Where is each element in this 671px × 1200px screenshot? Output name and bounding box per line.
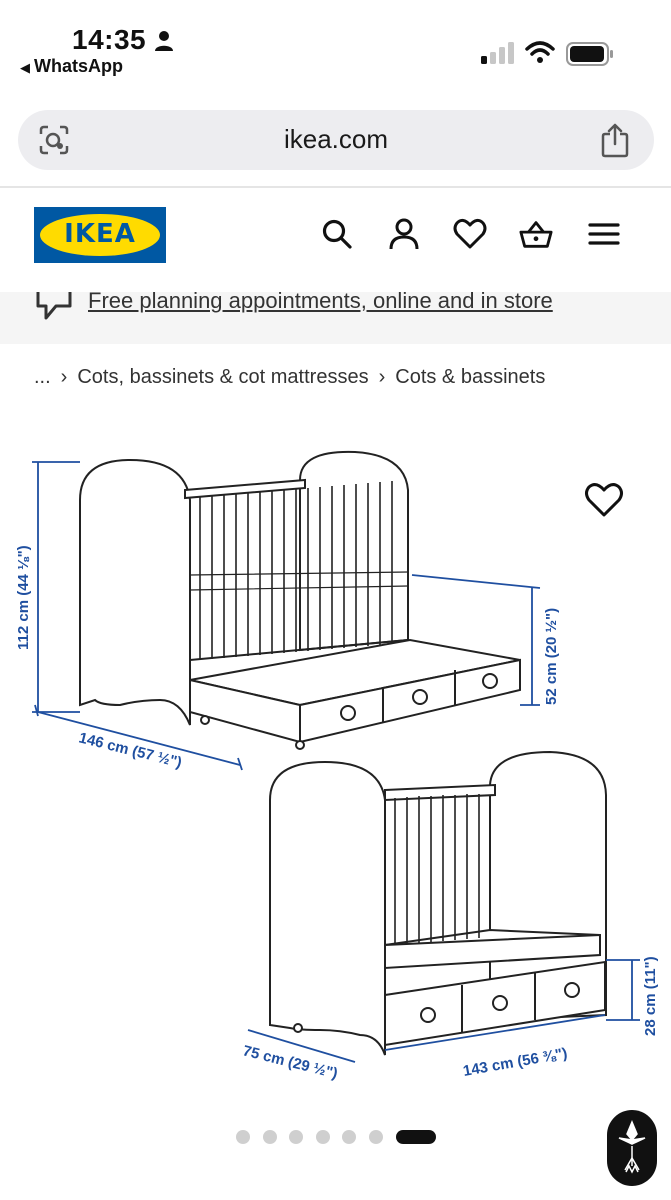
status-time: 14:35 xyxy=(72,24,147,55)
breadcrumb-ellipsis[interactable]: ... xyxy=(34,366,51,388)
pagination-dot[interactable] xyxy=(236,1130,250,1144)
promo-link[interactable]: Free planning appointments, online and i… xyxy=(88,292,553,313)
chevron-right-icon: › xyxy=(378,366,386,388)
url-text[interactable]: ikea.com xyxy=(283,124,389,154)
pagination-dot[interactable] xyxy=(263,1130,277,1144)
heart-icon[interactable] xyxy=(453,217,487,251)
chevron-right-icon: › xyxy=(60,366,68,388)
basket-icon[interactable] xyxy=(519,217,553,251)
cot-end-panel xyxy=(269,760,386,1056)
signal-icon xyxy=(481,42,514,64)
back-to-app-link[interactable]: ◀ WhatsApp xyxy=(20,56,123,77)
search-icon[interactable] xyxy=(320,217,354,251)
dimension-label: 75 cm (29 ½") xyxy=(241,1042,339,1082)
account-icon[interactable] xyxy=(387,217,421,251)
cot-end-panel xyxy=(299,450,409,652)
promo-banner[interactable]: Free planning appointments, online and i… xyxy=(0,292,671,344)
breadcrumb: ... › Cots, bassinets & cot mattresses › Cot… xyxy=(34,366,545,389)
ikea-logo[interactable]: IKEA xyxy=(34,207,166,263)
status-bar: 14:35 ◀ WhatsApp xyxy=(0,0,671,90)
pagination-dot[interactable] xyxy=(289,1130,303,1144)
favourite-heart-icon[interactable] xyxy=(584,482,624,518)
dimension-label: 28 cm (11") xyxy=(642,956,659,1036)
decorative-emblem-icon xyxy=(618,1120,646,1174)
back-arrow-icon: ◀ xyxy=(20,60,30,75)
divider xyxy=(0,186,671,188)
back-app-label: WhatsApp xyxy=(34,56,123,76)
lens-icon[interactable] xyxy=(38,124,70,156)
pagination-dot-active[interactable] xyxy=(396,1130,436,1144)
breadcrumb-item[interactable]: Cots, bassinets & cot mattresses xyxy=(77,366,369,388)
logo-oval xyxy=(40,214,160,256)
dimension-label: 143 cm (56 ⅜") xyxy=(462,1045,569,1080)
product-dimension-image[interactable]: 112 cm (44 ⅛") 146 cm (57 ½") 52 cm (20 … xyxy=(0,440,671,1120)
menu-icon[interactable] xyxy=(587,217,621,251)
pagination-dot[interactable] xyxy=(316,1130,330,1144)
wifi-icon xyxy=(525,41,555,63)
address-bar[interactable]: ikea.com xyxy=(18,110,654,170)
cot-end-panel xyxy=(79,458,191,726)
person-icon xyxy=(155,31,173,51)
dimension-label: 112 cm (44 ⅛") xyxy=(15,545,32,650)
battery-icon xyxy=(566,42,613,66)
breadcrumb-item[interactable]: Cots & bassinets xyxy=(395,366,546,388)
floating-badge[interactable] xyxy=(607,1110,657,1186)
logo-text: IKEA xyxy=(64,219,136,249)
chat-icon xyxy=(36,292,72,320)
dimension-label: 52 cm (20 ½") xyxy=(543,608,560,705)
pagination-dot[interactable] xyxy=(369,1130,383,1144)
share-icon[interactable] xyxy=(600,122,630,158)
pagination-dot[interactable] xyxy=(342,1130,356,1144)
